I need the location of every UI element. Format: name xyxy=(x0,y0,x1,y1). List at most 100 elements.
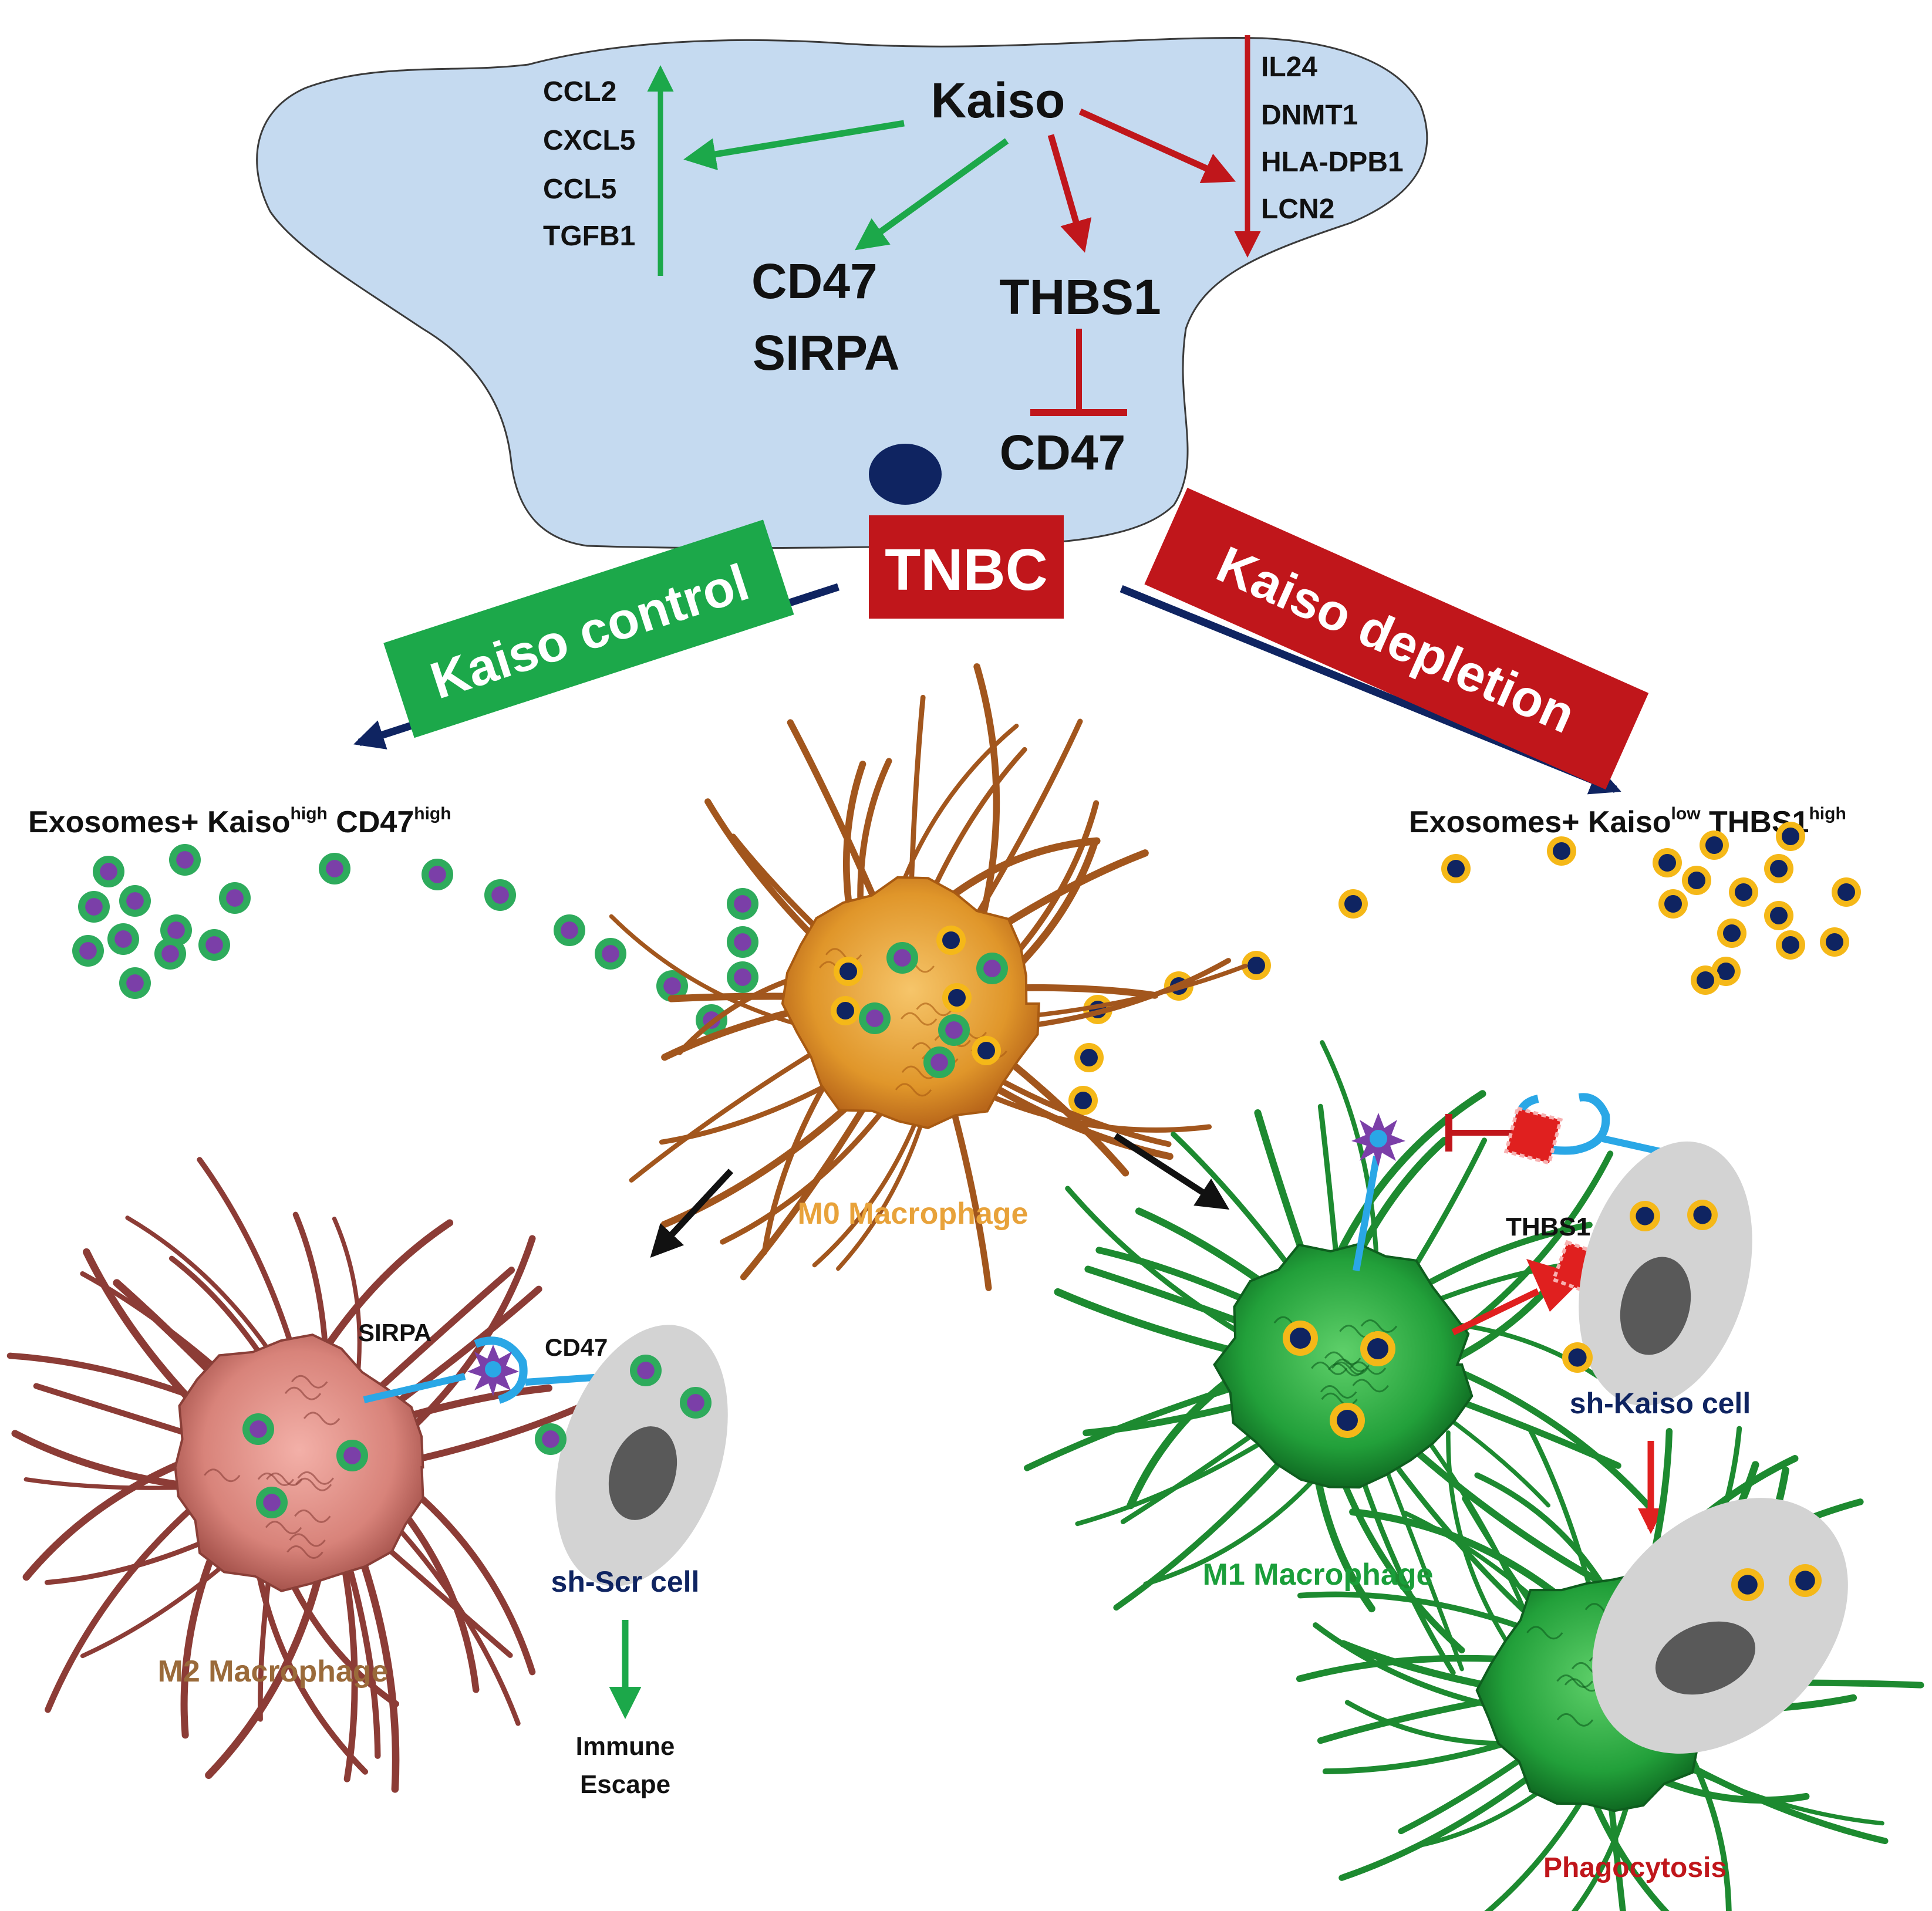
pseudopod xyxy=(704,798,828,951)
kaiso-depletion-banner: Kaiso depletion xyxy=(1144,488,1649,790)
thbs1-exosome xyxy=(1764,854,1793,883)
pseudopod xyxy=(740,1095,873,1281)
pseudopod xyxy=(370,1267,515,1397)
pseudopod xyxy=(1414,1221,1593,1293)
pseudopod xyxy=(908,694,926,902)
pseudopod xyxy=(1006,800,1100,965)
pseudopod xyxy=(254,1564,369,1775)
thbs1-exosome xyxy=(1691,965,1720,995)
thbs1-binding-line xyxy=(1451,1288,1540,1335)
cd47-exosome xyxy=(72,935,104,967)
pseudopod xyxy=(999,1053,1129,1177)
cd47-exosome xyxy=(727,961,758,993)
thbs1-exosome xyxy=(1441,854,1471,883)
membrane-ruffle xyxy=(204,1468,241,1483)
m1-receptor-star xyxy=(1351,1113,1405,1167)
gene-tgfb1: TGFB1 xyxy=(543,221,635,252)
arrow-kaiso-to-cd47-sirpa xyxy=(855,138,1009,251)
pseudopod xyxy=(973,663,1000,928)
pseudopod xyxy=(387,1517,521,1726)
pseudopod xyxy=(1351,1136,1448,1264)
sirpa-label: SIRPA xyxy=(358,1319,431,1346)
membrane-ruffle xyxy=(289,1533,326,1547)
membrane-ruffle xyxy=(286,1545,323,1559)
kaiso-title: Kaiso xyxy=(931,73,1066,128)
pseudopod xyxy=(629,1047,821,1183)
pseudopod xyxy=(1120,1426,1264,1524)
pseudopod xyxy=(1113,1450,1292,1611)
tnbc-cell-body xyxy=(256,36,1428,549)
thbs1-exosome xyxy=(1820,927,1849,957)
membrane-ruffle xyxy=(1556,1713,1594,1727)
m0-macrophage-label: M0 Macrophage xyxy=(798,1197,1029,1231)
arrow-kaiso-to-thbs1 xyxy=(1047,134,1092,253)
pseudopod xyxy=(1402,1510,1547,1610)
pseudopod xyxy=(389,1384,552,1424)
pseudopod xyxy=(1254,1109,1311,1271)
upregulated-gene-list: CCL2 CXCL5 CCL5 TGFB1 xyxy=(543,76,635,252)
pseudopod xyxy=(1095,1247,1262,1309)
membrane-ruffle xyxy=(303,1412,340,1426)
thbs1-exosome xyxy=(1729,877,1758,907)
pseudopod xyxy=(1013,984,1159,999)
pseudopod xyxy=(340,1560,358,1782)
membrane-ruffle xyxy=(901,1065,939,1079)
m1-internalized-exosomes xyxy=(1283,1321,1395,1438)
pseudopod xyxy=(356,1549,400,1793)
cd47-exosome xyxy=(859,1002,891,1034)
cd47-exosome xyxy=(727,926,758,958)
pseudopod xyxy=(1143,1465,1327,1586)
thbs1-exosome xyxy=(1068,1086,1098,1115)
pseudopod xyxy=(787,719,881,909)
thbs1-exosome xyxy=(1717,919,1746,948)
thbs1-exosome xyxy=(831,996,860,1025)
pseudopod xyxy=(1127,1368,1244,1510)
cd47-exosome xyxy=(256,1487,288,1518)
gene-lcn2: LCN2 xyxy=(1261,194,1334,225)
tnbc-label-box xyxy=(869,515,1064,619)
thbs1-exosome xyxy=(1789,1564,1822,1597)
pseudopod xyxy=(44,1534,218,1585)
pseudopod xyxy=(1404,1137,1488,1283)
cd47-exosome xyxy=(336,1440,368,1471)
thbs1-exosome xyxy=(1283,1321,1318,1356)
cd47-exosome xyxy=(554,914,585,946)
cd47-exosome xyxy=(656,970,688,1002)
pseudopod xyxy=(948,1098,992,1291)
m1-macrophage xyxy=(1023,1040,1654,1676)
pseudopod xyxy=(1322,1738,1517,1775)
membrane-ruffle xyxy=(1526,1626,1563,1640)
membrane-ruffle xyxy=(297,1471,335,1485)
membrane-ruffle xyxy=(1556,1674,1593,1688)
pseudopod xyxy=(1339,1640,1504,1692)
gene-cxcl5: CXCL5 xyxy=(543,125,635,156)
pseudopod xyxy=(1484,1787,1592,1911)
thbs1-exosome xyxy=(1360,1331,1395,1366)
m2-macrophage xyxy=(6,1157,588,1793)
thbs1-exosome xyxy=(1658,889,1688,919)
thbs1-exosome xyxy=(936,926,966,955)
phagocytosis-label: Phagocytosis xyxy=(1543,1852,1727,1883)
gene-ccl5: CCL5 xyxy=(543,174,616,205)
pseudopod xyxy=(1344,1700,1518,1746)
pseudopod xyxy=(1586,1786,1670,1911)
cd47-exosome xyxy=(160,914,192,946)
membrane-ruffle xyxy=(1320,1385,1357,1399)
pseudopod xyxy=(168,1255,270,1367)
cd47-exosome xyxy=(484,879,516,911)
inhibited-cd47: CD47 xyxy=(1000,425,1126,480)
cd47-exosome xyxy=(976,953,1008,984)
pseudopod xyxy=(661,1004,812,1061)
membrane-ruffle xyxy=(901,1012,938,1026)
engulfed-exosomes xyxy=(1731,1564,1822,1601)
pseudopod xyxy=(971,1086,1212,1133)
pseudopod xyxy=(987,1072,1172,1147)
pseudopod xyxy=(761,1068,835,1255)
pseudopod xyxy=(197,1157,299,1363)
cd47-exosome xyxy=(78,891,110,923)
sh-kaiso-cell-label: sh-Kaiso cell xyxy=(1570,1387,1751,1420)
exosomes-left-label: Exosomes+ Kaisohigh CD47high xyxy=(28,804,451,839)
sirpa-receptor xyxy=(474,1336,528,1404)
sh-kaiso-nucleus xyxy=(1620,1257,1691,1355)
